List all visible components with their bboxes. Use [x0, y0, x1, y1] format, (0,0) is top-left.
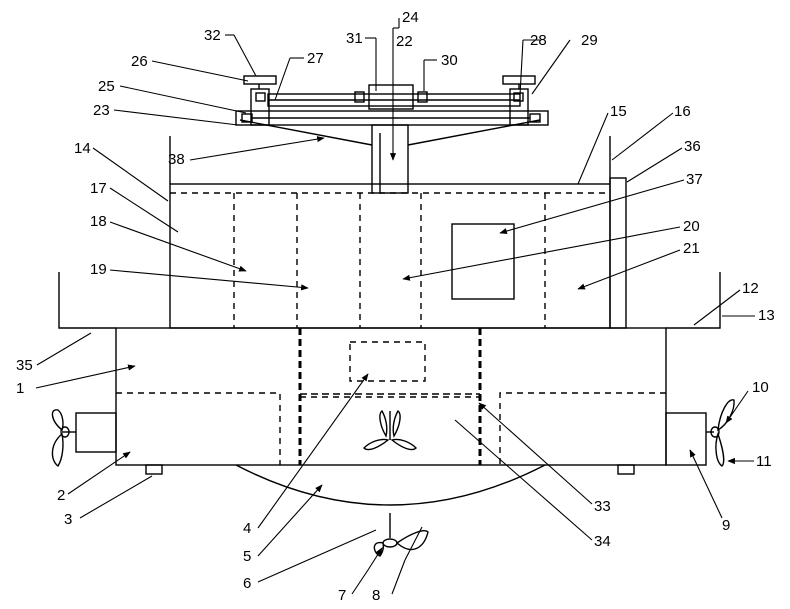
bottom-propeller-blade-left [374, 543, 383, 556]
central-column [372, 125, 408, 193]
left-side-rail [59, 272, 116, 328]
label-16: 16 [674, 103, 691, 120]
label-23: 23 [93, 102, 110, 119]
left-motor [76, 413, 116, 452]
label-22: 22 [396, 33, 413, 50]
label-3: 3 [64, 511, 72, 528]
label-26: 26 [131, 53, 148, 70]
label-2: 2 [57, 487, 65, 504]
label-20: 20 [683, 218, 700, 235]
stirrer-blade-left [364, 439, 388, 449]
label-24: 24 [402, 9, 419, 26]
label-10: 10 [752, 379, 769, 396]
label-11: 11 [756, 453, 772, 470]
left-propeller-blade-top [52, 410, 63, 430]
hull-compartments [116, 342, 666, 465]
window-37 [452, 224, 514, 299]
label-27: 27 [307, 50, 324, 67]
label-29: 29 [581, 32, 598, 49]
label-38: 38 [168, 151, 185, 168]
left-propeller-blade-bottom [52, 434, 63, 466]
left-handle-32 [244, 76, 276, 84]
label-13: 13 [758, 307, 775, 324]
component-4-box [350, 342, 425, 381]
upper-cabin [170, 184, 610, 328]
label-34: 34 [594, 533, 611, 550]
label-17: 17 [90, 180, 107, 197]
label-33: 33 [594, 498, 611, 515]
label-18: 18 [90, 213, 107, 230]
bottom-arc [236, 465, 545, 505]
label-37: 37 [686, 171, 703, 188]
label-8: 8 [372, 587, 380, 604]
reference-labels: 1 2 3 4 5 6 7 8 9 10 11 12 13 14 15 16 1… [16, 9, 775, 604]
label-15: 15 [610, 103, 627, 120]
label-19: 19 [90, 261, 107, 278]
label-5: 5 [243, 548, 251, 565]
stirrer-blade-up2 [393, 411, 400, 436]
stirrer-blade-up [380, 411, 387, 436]
label-36: 36 [684, 138, 701, 155]
label-12: 12 [742, 280, 759, 297]
label-30: 30 [441, 52, 458, 69]
cabin-compartments [170, 193, 610, 328]
left-end-block [251, 89, 269, 125]
label-21: 21 [683, 240, 700, 257]
right-motor [666, 413, 706, 465]
label-4: 4 [243, 520, 251, 537]
left-foot [146, 465, 162, 474]
stirrer-blade-right [392, 439, 416, 449]
label-31: 31 [346, 30, 363, 47]
label-1: 1 [16, 380, 24, 397]
leader-lines [36, 18, 755, 594]
label-32: 32 [204, 27, 221, 44]
label-9: 9 [722, 517, 730, 534]
label-28: 28 [530, 32, 547, 49]
label-6: 6 [243, 575, 251, 592]
label-14: 14 [74, 140, 91, 157]
label-35: 35 [16, 357, 33, 374]
right-foot [618, 465, 634, 474]
bottom-propeller-hub [383, 539, 397, 547]
label-7: 7 [338, 587, 346, 604]
right-propeller-blade-bottom [716, 434, 724, 466]
right-side-rail [666, 272, 720, 328]
right-handle-28 [503, 76, 535, 84]
bottom-propeller-blade-right [397, 531, 428, 550]
label-25: 25 [98, 78, 115, 95]
